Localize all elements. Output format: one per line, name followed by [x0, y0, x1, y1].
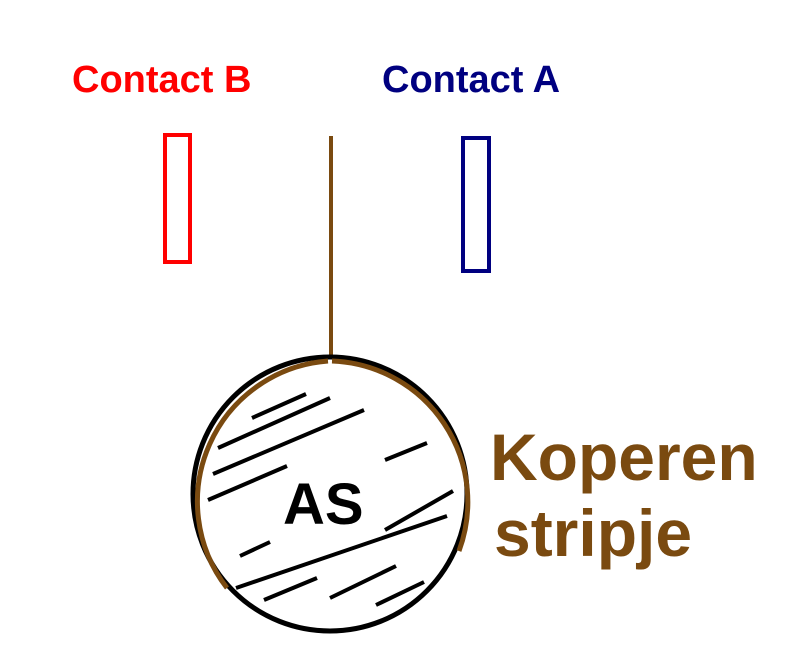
- contact-a-label: Contact A: [382, 59, 560, 101]
- copper-strip-arc-right: [331, 358, 471, 552]
- contact-b-terminal: [163, 133, 192, 264]
- hatch-line: [384, 489, 454, 532]
- hatch-line: [207, 464, 288, 502]
- copper-strip-arc-left: [195, 358, 329, 590]
- hatch-line: [384, 441, 428, 462]
- hatch-line: [375, 580, 425, 607]
- contact-b-label: Contact B: [72, 59, 251, 101]
- hatch-line: [235, 514, 448, 590]
- hatch-line: [217, 396, 331, 450]
- axle-label: AS: [283, 472, 364, 537]
- hatch-line: [239, 540, 271, 558]
- hatch-line: [329, 564, 397, 600]
- hatch-line: [251, 392, 307, 420]
- copper-strip-label-line2: stripje: [494, 496, 692, 570]
- axle-hatching: [207, 392, 454, 607]
- hatch-line: [212, 408, 365, 476]
- contact-a-terminal: [461, 136, 491, 273]
- copper-strip-label-line1: Koperen: [490, 420, 758, 494]
- hatch-line: [263, 576, 318, 602]
